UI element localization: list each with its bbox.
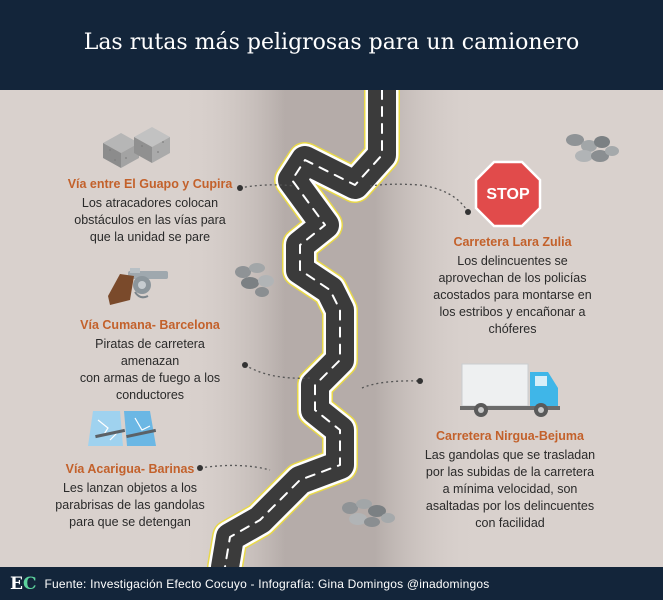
route-acarigua-barinas: Vía Acarigua- Barinas Les lanzan objetos… — [45, 462, 215, 531]
leader-lines — [199, 183, 469, 471]
route-description: Les lanzan objetos a los parabrisas de l… — [55, 481, 205, 529]
route-description: Los delincuentes se aprovechan de los po… — [433, 254, 592, 336]
revolver-icon — [108, 268, 168, 305]
route-title: Carretera Lara Zulia — [453, 235, 572, 249]
route-el-guapo-cupira: Vía entre El Guapo y Cupira Los atracado… — [60, 177, 240, 246]
route-title: Vía Cumana- Barcelona — [80, 318, 220, 332]
route-lara-zulia: Carretera Lara Zulia Los delincuentes se… — [425, 235, 600, 338]
infographic-canvas: STOP Vía entre — [0, 90, 663, 567]
broken-windshield-icon — [88, 411, 157, 446]
road-illustration: STOP — [88, 90, 619, 567]
rock-pile-icon — [235, 263, 274, 297]
truck-icon — [460, 363, 560, 417]
route-nirgua-bejuma: Carretera Nirgua-Bejuma Las gandolas que… — [415, 429, 605, 532]
leader-dots — [197, 185, 471, 471]
route-description: Los atracadores colocan obstáculos en la… — [74, 196, 226, 244]
stones-icon — [103, 127, 170, 168]
stop-sign-text: STOP — [486, 186, 530, 203]
route-description: Las gandolas que se trasladan por las su… — [424, 448, 596, 530]
rock-pile-icon — [342, 499, 395, 527]
route-title: Carretera Nirgua-Bejuma — [436, 429, 584, 443]
page-title: Las rutas más peligrosas para un camione… — [83, 30, 580, 55]
stop-sign-icon: STOP — [474, 160, 542, 228]
route-title: Vía entre El Guapo y Cupira — [67, 177, 233, 191]
winding-road — [207, 90, 400, 567]
route-description: Piratas de carretera amenazan con armas … — [79, 337, 221, 402]
source-credit: Fuente: Investigación Efecto Cocuyo - In… — [44, 576, 490, 591]
route-title: Vía Acarigua- Barinas — [65, 462, 195, 476]
rock-pile-icon — [566, 134, 619, 162]
route-cumana-barcelona: Vía Cumana- Barcelona Piratas de carrete… — [65, 318, 235, 404]
header-bar: Las rutas más peligrosas para un camione… — [0, 0, 663, 90]
